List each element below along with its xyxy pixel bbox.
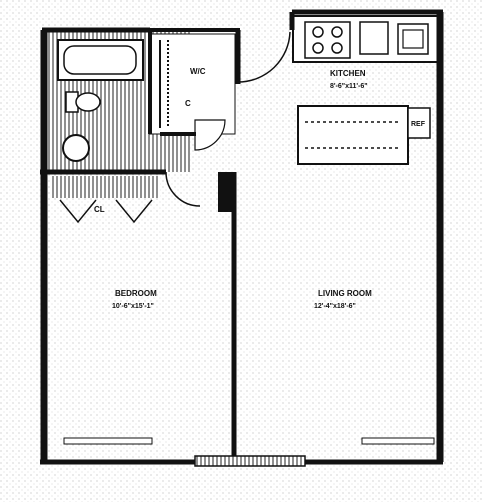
refrigerator: REF [407,107,431,139]
bedroom-name: BEDROOM [115,289,157,298]
kitchen: KITCHEN 8'-6"x11'-6" REF [292,15,442,165]
kitchen-sink-icon [397,23,429,55]
range-icon [304,21,351,59]
breakfast-counter [297,105,409,165]
kitchen-door-swing [237,31,291,83]
kitchen-dims: 8'-6"x11'-6" [330,83,368,90]
walk-in-closet: W/C C [149,33,236,151]
living-room-name: LIVING ROOM [318,289,372,298]
windows [63,437,435,467]
bedroom-door-swing [165,171,201,207]
closet-door-swing [194,119,226,151]
refrigerator-label: REF [411,121,426,128]
bedroom-dims: 10'-6"x15'-1" [112,303,154,310]
kitchen-name: KITCHEN [330,69,366,78]
living-room-dims: 12'-4"x18'-6" [314,303,356,310]
bedroom-closet: CL [50,176,160,224]
sink-icon [62,134,90,162]
linen-closet-label: C [185,99,191,108]
toilet-icon [65,91,101,113]
bedroom-closet-label: CL [94,205,105,214]
walk-in-closet-label: W/C [190,67,206,76]
